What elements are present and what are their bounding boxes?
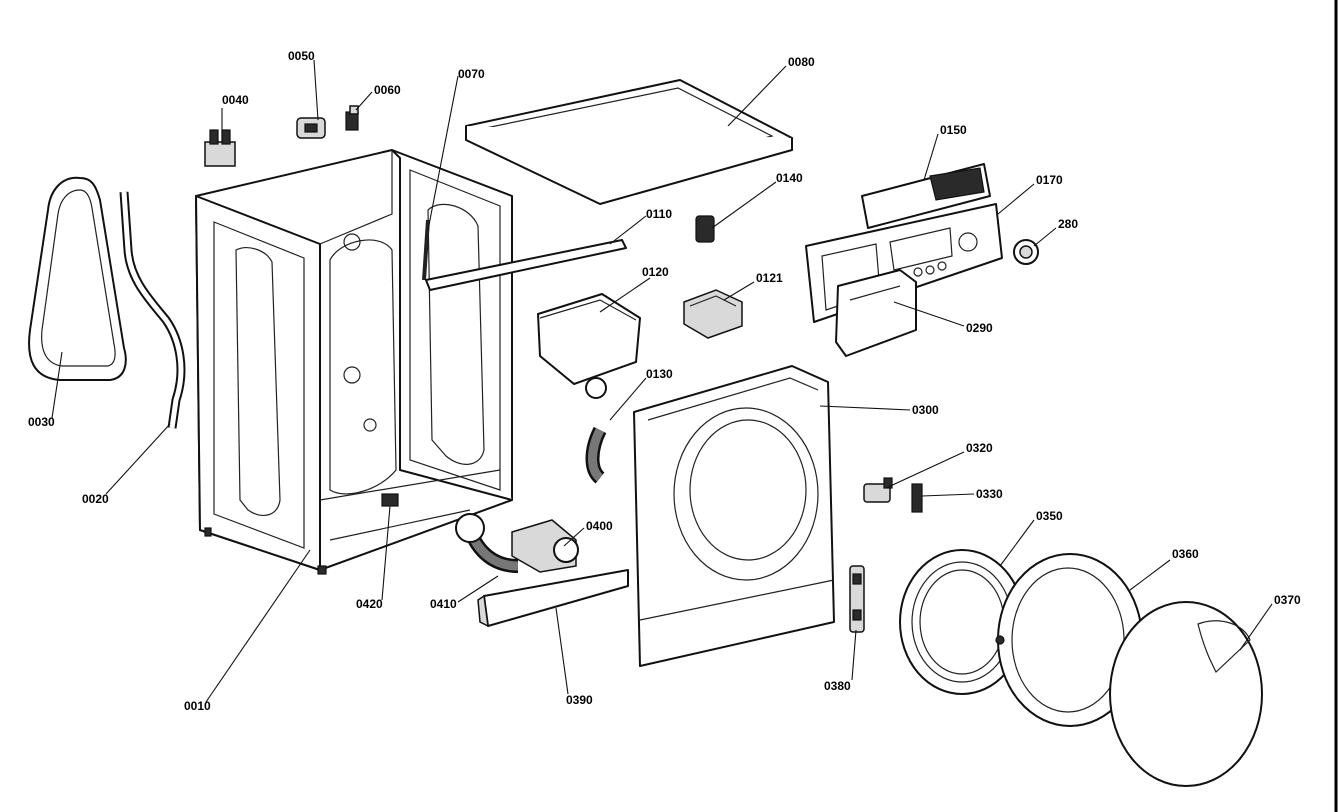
callout-0020: 0020 <box>82 492 109 506</box>
callout-0350: 0350 <box>1036 509 1063 523</box>
callout-0010: 0010 <box>184 699 211 713</box>
part-kick-plate <box>477 569 629 628</box>
part-door-lock <box>695 215 715 243</box>
callout-0040: 0040 <box>222 93 249 107</box>
callouts: 0010 0020 0030 0040 0050 0060 0070 0080 … <box>28 49 1301 713</box>
callout-0130: 0130 <box>646 367 673 381</box>
part-front-panel <box>633 365 835 667</box>
leader-lines <box>51 59 1273 703</box>
callout-0150: 0150 <box>940 123 967 137</box>
part-door-switch <box>863 477 893 503</box>
part-tub-bracket <box>381 493 399 507</box>
part-knob <box>1013 239 1039 265</box>
part-control-board <box>861 163 991 229</box>
callout-0030: 0030 <box>28 415 55 429</box>
callout-0360: 0360 <box>1172 547 1199 561</box>
callout-0380: 0380 <box>824 679 851 693</box>
callout-0410: 0410 <box>430 597 457 611</box>
part-hinge <box>849 565 865 633</box>
callout-0120: 0120 <box>642 265 669 279</box>
part-pressure-switch <box>296 117 326 139</box>
callout-0400: 0400 <box>586 519 613 533</box>
part-drain-pump <box>511 519 579 573</box>
part-drain-hose <box>119 191 186 429</box>
callout-280: 280 <box>1058 217 1078 231</box>
callout-0300: 0300 <box>912 403 939 417</box>
part-spring <box>422 219 430 281</box>
callout-0080: 0080 <box>788 55 815 69</box>
part-bellow-hose <box>585 426 607 484</box>
callout-0060: 0060 <box>374 83 401 97</box>
callout-0070: 0070 <box>458 67 485 81</box>
part-door-seal <box>28 176 127 381</box>
part-worktop <box>465 79 793 205</box>
part-cabinet <box>195 149 513 575</box>
part-inlet-valve <box>204 129 236 167</box>
callout-0370: 0370 <box>1274 593 1301 607</box>
part-drawer-handle <box>835 269 917 357</box>
part-filter <box>345 105 359 131</box>
callout-0320: 0320 <box>966 441 993 455</box>
callout-0110: 0110 <box>646 207 672 221</box>
part-door-cover <box>1109 601 1263 787</box>
part-dispenser-housing <box>537 293 641 399</box>
part-cross-bar <box>425 239 627 291</box>
part-sump-hose <box>455 513 519 573</box>
callout-0121: 0121 <box>756 271 783 285</box>
part-detergent-drawer <box>683 289 743 339</box>
callout-0330: 0330 <box>976 487 1003 501</box>
callout-0170: 0170 <box>1036 173 1063 187</box>
callout-0140: 0140 <box>776 171 803 185</box>
callout-0050: 0050 <box>288 49 315 63</box>
part-door-catch <box>911 483 923 513</box>
callout-0290: 0290 <box>966 321 993 335</box>
callout-0390: 0390 <box>566 693 593 707</box>
callout-0420: 0420 <box>356 597 383 611</box>
